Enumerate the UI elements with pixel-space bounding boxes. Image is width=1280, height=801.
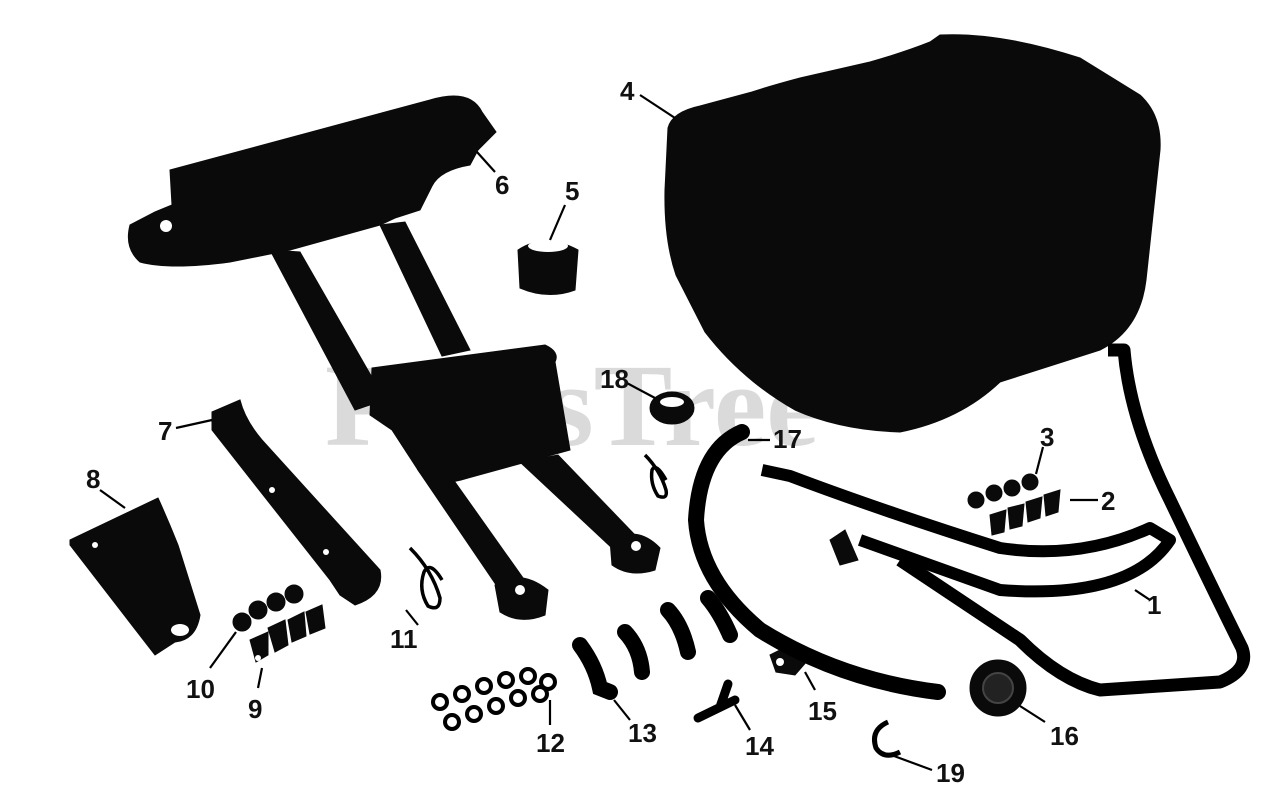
part-4-fuel-tank[interactable] [664,34,1161,433]
part-19-clamp[interactable] [872,719,902,758]
callout-18: 18 [600,364,629,394]
part-7-bracket[interactable] [211,399,382,606]
callout-3: 3 [1040,422,1054,452]
callout-14: 14 [745,731,774,761]
callout-13: 13 [628,718,657,748]
part-11-hitch-pin[interactable] [408,546,444,610]
part-17-fuel-line[interactable] [687,424,946,700]
callout-8: 8 [86,464,100,494]
callout-19: 19 [936,758,965,788]
callout-15: 15 [808,696,837,726]
callout-9: 9 [248,694,262,724]
part-10-nuts[interactable] [232,584,304,632]
part-12-clamps[interactable] [431,667,557,731]
part-14-connector[interactable] [693,679,740,723]
part-9-bolts[interactable] [249,604,326,663]
callout-12: 12 [536,728,565,758]
part-2-bolts[interactable] [989,489,1061,536]
part-6-tank-support[interactable] [127,95,661,620]
part-3-nuts[interactable] [967,473,1039,509]
part-8-plate[interactable] [69,497,201,656]
callout-numbers: 1 2 3 4 5 6 7 8 9 10 11 12 13 14 15 16 1… [86,76,1161,788]
callout-2: 2 [1101,486,1115,516]
callout-16: 16 [1050,721,1079,751]
part-5-fuel-cap[interactable] [517,240,579,295]
callout-4: 4 [620,76,635,106]
callout-5: 5 [565,176,579,206]
part-16-knob[interactable] [969,659,1027,717]
callout-7: 7 [158,416,172,446]
callout-11: 11 [390,624,418,654]
callout-10: 10 [186,674,215,704]
callout-17: 17 [773,424,802,454]
part-1-straps[interactable] [760,343,1251,697]
callout-6: 6 [495,170,509,200]
part-13-hoses[interactable] [572,590,738,700]
leader-lines [99,94,1151,772]
callout-1: 1 [1147,590,1161,620]
part-18-grommet[interactable] [649,391,695,425]
hitch-pin[interactable] [643,453,669,499]
